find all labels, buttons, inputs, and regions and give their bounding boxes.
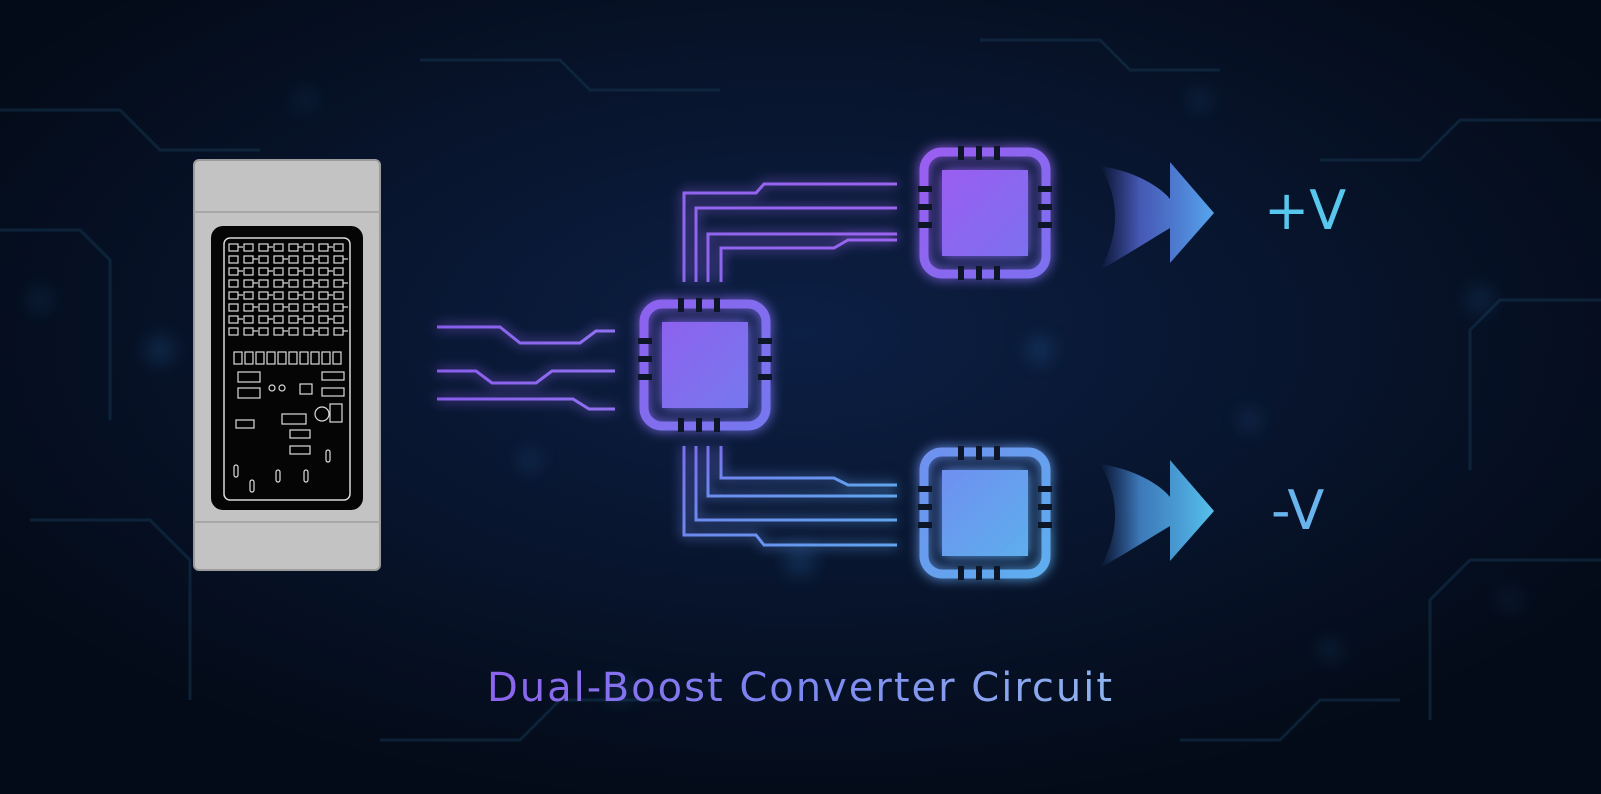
positive-boost-chip bbox=[918, 146, 1052, 280]
chips bbox=[638, 146, 1052, 580]
negative-output-arrow bbox=[1100, 460, 1214, 568]
traces-to-positive-chip bbox=[682, 182, 897, 282]
negative-voltage-label: -V bbox=[1271, 479, 1325, 542]
input-chip bbox=[638, 298, 772, 432]
pcb-module bbox=[193, 159, 381, 571]
negative-boost-chip bbox=[918, 446, 1052, 580]
background-circuit-traces bbox=[0, 38, 1601, 742]
diagram-caption: Dual-Boost Converter Circuit bbox=[0, 668, 1601, 708]
traces-to-negative-chip bbox=[682, 446, 897, 547]
caption-text: Dual-Boost Converter Circuit bbox=[486, 665, 1115, 711]
background-bokeh bbox=[32, 92, 1517, 700]
positive-voltage-label: +V bbox=[1264, 179, 1347, 242]
input-traces bbox=[437, 325, 615, 411]
positive-output-arrow bbox=[1100, 162, 1214, 270]
